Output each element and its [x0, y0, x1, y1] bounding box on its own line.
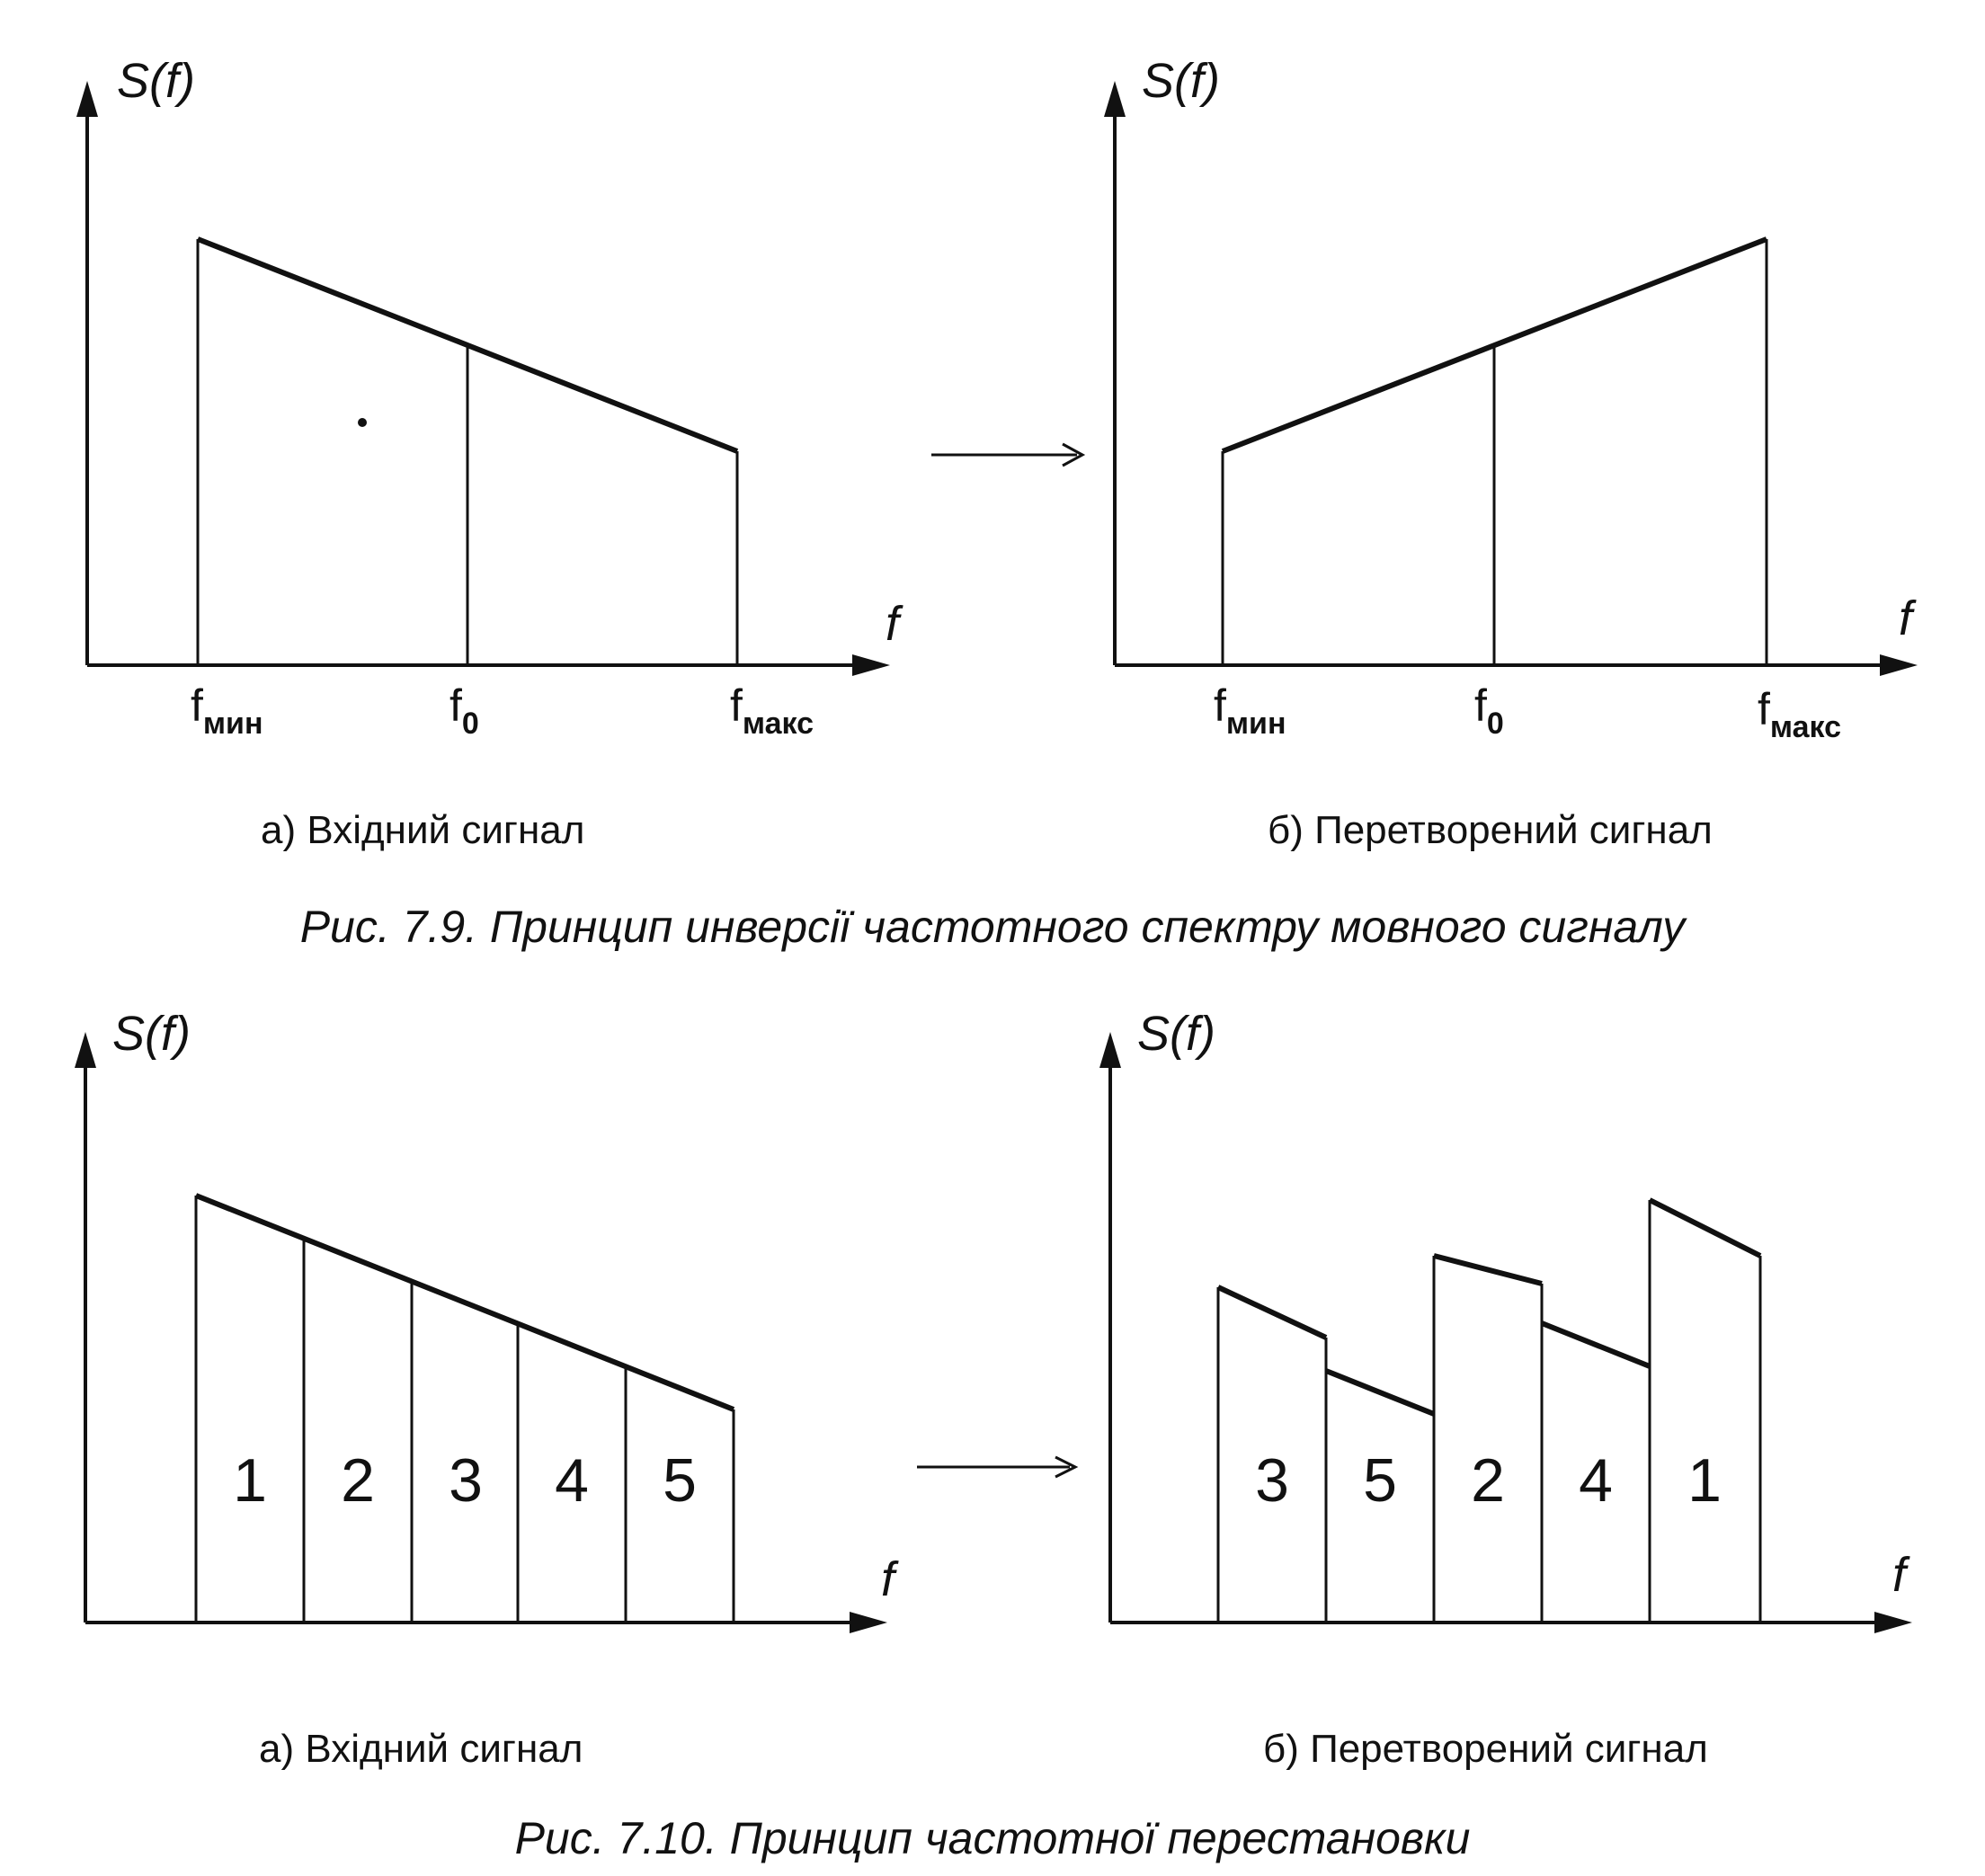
y-axis-arrowhead — [75, 1032, 96, 1068]
spectrum-envelope — [194, 1193, 735, 1412]
panel-caption: а) Вхідний сигнал — [261, 808, 584, 852]
segment-label: 5 — [1363, 1446, 1397, 1515]
segment-envelope-3 — [1216, 1285, 1328, 1340]
fig79-panel-a: S(f) f fмин f0 fмакс а) Вхідний сигнал — [76, 54, 903, 852]
y-axis-arrowhead — [1104, 81, 1126, 117]
tick-f0: f0 — [1474, 680, 1504, 741]
panel-caption: а) Вхідний сигнал — [259, 1727, 583, 1771]
fig710-caption: Рис. 7.10. Принцип частотної перестановк… — [515, 1813, 1471, 1863]
y-axis-arrowhead — [1099, 1032, 1121, 1068]
x-axis-arrowhead — [852, 654, 890, 676]
tick-fmax: fмакс — [730, 680, 814, 741]
spectrum-envelope — [196, 236, 739, 454]
tick-fmax: fмакс — [1758, 684, 1841, 744]
segment-label: 2 — [341, 1446, 375, 1515]
segment-envelope-1 — [1648, 1197, 1762, 1258]
fig79-panel-b: S(f) f fмин f0 fмакс б) Перетворений сиг… — [1104, 54, 1918, 852]
y-axis-label: S(f) — [112, 1007, 191, 1061]
segment-label: 1 — [233, 1446, 267, 1515]
tick-f0: f0 — [450, 680, 479, 741]
fig710-transform-arrow — [917, 1455, 1079, 1479]
fig710-panel-b: S(f) f 3 5 2 4 1 б) Перетворений сигнал — [1099, 1007, 1912, 1771]
speck — [358, 418, 367, 427]
tick-fmin: fмин — [191, 680, 263, 741]
tick-fmin: fмин — [1214, 680, 1286, 741]
fig79-caption: Рис. 7.9. Принцип инверсії частотного сп… — [300, 902, 1688, 952]
segment-label: 2 — [1471, 1446, 1505, 1515]
segment-label: 3 — [449, 1446, 483, 1515]
x-axis-arrowhead — [850, 1612, 887, 1633]
segment-envelope-4 — [1540, 1320, 1651, 1369]
x-axis-label: f — [881, 1552, 899, 1606]
panel-caption: б) Перетворений сигнал — [1263, 1727, 1708, 1771]
fig79-transform-arrow — [931, 442, 1086, 467]
segment-envelope-2 — [1433, 1253, 1543, 1286]
x-axis-label: f — [1892, 1548, 1910, 1602]
segment-label: 1 — [1687, 1446, 1722, 1515]
segment-label: 5 — [663, 1446, 697, 1515]
arrow-head — [1055, 1455, 1079, 1479]
segment-envelope-5 — [1324, 1368, 1436, 1417]
segment-label: 4 — [1579, 1446, 1613, 1515]
y-axis-label: S(f) — [1142, 54, 1220, 108]
y-axis-label: S(f) — [1137, 1007, 1215, 1061]
x-axis-label: f — [1899, 591, 1917, 645]
panel-caption: б) Перетворений сигнал — [1268, 808, 1713, 852]
segment-label: 4 — [555, 1446, 589, 1515]
y-axis-label: S(f) — [117, 54, 195, 108]
x-axis-arrowhead — [1874, 1612, 1912, 1633]
y-axis-arrowhead — [76, 81, 98, 117]
x-axis-label: f — [886, 597, 903, 651]
spectrum-envelope-inverted — [1221, 236, 1768, 454]
fig710-panel-a: S(f) f 1 2 3 4 5 а) Вхідний сигнал — [75, 1007, 899, 1771]
arrow-head — [1062, 442, 1086, 467]
segment-label: 3 — [1255, 1446, 1289, 1515]
x-axis-arrowhead — [1880, 654, 1918, 676]
